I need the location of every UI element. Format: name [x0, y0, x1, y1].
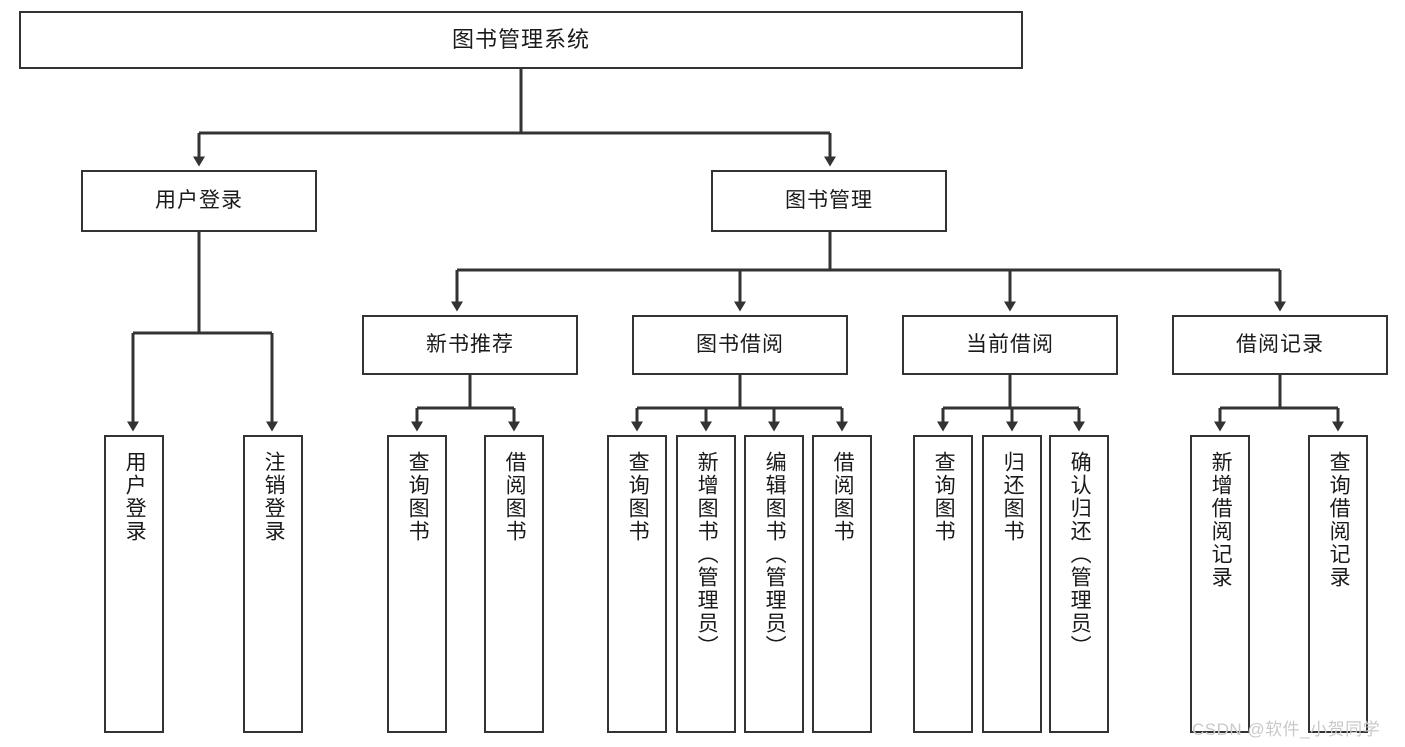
node-leaf-logout[interactable]: 注销登录: [243, 435, 303, 733]
node-new-book-recommend[interactable]: 新书推荐: [362, 315, 578, 375]
node-user-login[interactable]: 用户登录: [81, 170, 317, 232]
node-leaf-query-book-1[interactable]: 查询图书: [387, 435, 447, 733]
node-root[interactable]: 图书管理系统: [19, 11, 1023, 69]
node-leaf-user-login[interactable]: 用户登录: [104, 435, 164, 733]
node-leaf-query-book-3[interactable]: 查询图书: [913, 435, 973, 733]
node-leaf-add-borrow-record[interactable]: 新增借阅记录: [1190, 435, 1250, 733]
node-leaf-borrow-book-2[interactable]: 借阅图书: [812, 435, 872, 733]
node-leaf-borrow-book-1[interactable]: 借阅图书: [484, 435, 544, 733]
node-leaf-query-book-2[interactable]: 查询图书: [607, 435, 667, 733]
node-current-borrow[interactable]: 当前借阅: [902, 315, 1118, 375]
node-book-manage[interactable]: 图书管理: [711, 170, 947, 232]
node-leaf-edit-book[interactable]: 编辑图书（管理员）: [744, 435, 804, 733]
node-leaf-return-book[interactable]: 归还图书: [982, 435, 1042, 733]
node-leaf-confirm-return[interactable]: 确认归还（管理员）: [1049, 435, 1109, 733]
node-borrow-record[interactable]: 借阅记录: [1172, 315, 1388, 375]
node-leaf-add-book[interactable]: 新增图书（管理员）: [676, 435, 736, 733]
csdn-watermark: CSDN @软件_小贺同学: [1192, 720, 1381, 739]
node-book-borrow[interactable]: 图书借阅: [632, 315, 848, 375]
node-leaf-query-borrow-record[interactable]: 查询借阅记录: [1308, 435, 1368, 733]
